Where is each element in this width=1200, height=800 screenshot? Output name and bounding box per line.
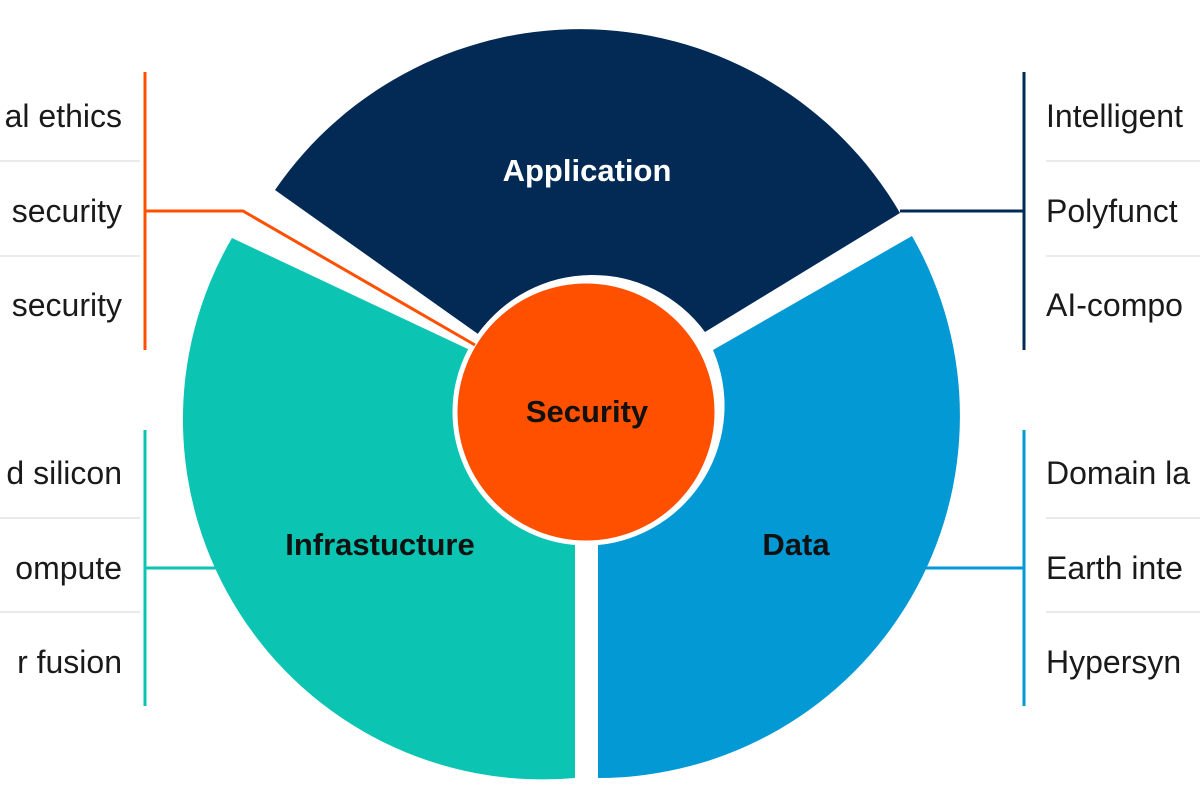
list-item: Earth inte: [1046, 550, 1183, 586]
list-item: Intelligent: [1046, 98, 1183, 134]
list-item: r fusion: [17, 644, 122, 680]
list-item: al ethics: [5, 98, 122, 134]
security-circle: [452, 278, 720, 546]
list-item: Polyfunct: [1046, 193, 1178, 229]
right-bottom-bracket: [920, 430, 1026, 706]
application-segment: [275, 29, 900, 335]
left-separators: [0, 160, 140, 613]
right-separators: [1046, 160, 1200, 613]
left-top-bracket: [143, 72, 476, 350]
list-item: security: [12, 193, 122, 229]
list-item: Hypersyn: [1046, 644, 1181, 680]
right-top-bracket: [900, 72, 1026, 350]
right-top-list: Intelligent Polyfunct AI-compo: [1046, 98, 1183, 323]
infrastructure-label: Infrastucture: [285, 527, 474, 562]
list-item: ompute: [15, 550, 122, 586]
application-label: Application: [503, 153, 672, 188]
data-label: Data: [762, 527, 830, 562]
list-item: Domain la: [1046, 455, 1190, 491]
left-bottom-list: d silicon ompute r fusion: [6, 455, 122, 680]
data-segment: [598, 236, 960, 778]
right-bottom-list: Domain la Earth inte Hypersyn: [1046, 455, 1190, 680]
list-item: AI-compo: [1046, 287, 1183, 323]
list-item: d silicon: [6, 455, 122, 491]
infrastructure-segment: [182, 238, 575, 780]
security-label: Security: [526, 394, 649, 429]
left-top-list: al ethics security security: [5, 98, 122, 323]
left-bottom-bracket: [143, 430, 255, 706]
list-item: security: [12, 287, 122, 323]
